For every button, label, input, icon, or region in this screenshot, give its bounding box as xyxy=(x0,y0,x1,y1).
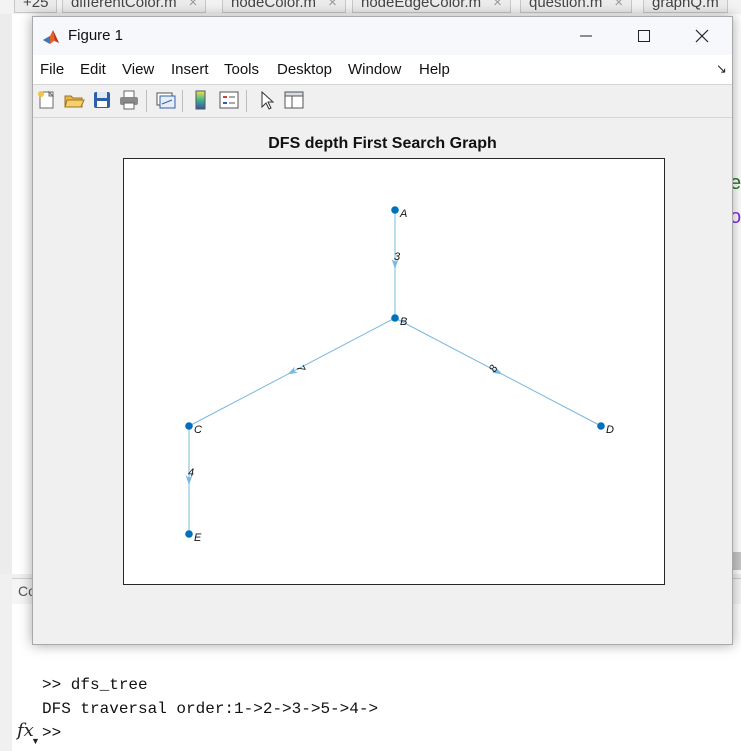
node-B[interactable] xyxy=(391,314,399,322)
toolbar-separator xyxy=(146,90,147,112)
edge-weight-label: 8 xyxy=(487,362,501,374)
title-bar[interactable]: Figure 1 xyxy=(33,17,732,55)
toolbar-separator xyxy=(182,90,183,112)
close-icon[interactable]: × xyxy=(493,0,502,11)
node-label: D xyxy=(606,424,614,436)
maximize-icon xyxy=(638,30,650,42)
node-label: C xyxy=(194,424,202,436)
editor-scrollbar[interactable] xyxy=(732,552,741,570)
menu-tools[interactable]: Tools xyxy=(224,61,260,78)
node-D[interactable] xyxy=(597,422,605,430)
edge-arrow-A-B xyxy=(391,259,399,269)
plot-title: DFS depth First Search Graph xyxy=(268,135,497,152)
node-E[interactable] xyxy=(185,530,193,538)
menu-desktop[interactable]: Desktop xyxy=(277,61,333,78)
close-icon[interactable]: × xyxy=(328,0,337,11)
open-file-icon[interactable] xyxy=(63,89,85,111)
fx-icon[interactable]: fx xyxy=(17,720,34,741)
save-icon[interactable] xyxy=(91,89,113,111)
edge-arrow-B-C xyxy=(287,366,299,375)
edge-weight-label: 3 xyxy=(394,251,401,263)
minimize-button[interactable] xyxy=(557,17,615,55)
link-plot-icon[interactable] xyxy=(154,89,176,111)
graph-plot: 3 7 8 4 A B C D E xyxy=(185,206,614,544)
editor-tab-bar: +25 differentColor.m × nodeColor.m × nodeE… xyxy=(0,0,741,15)
dock-arrow-icon[interactable]: ↘ xyxy=(716,61,727,76)
edge-arrow-B-D xyxy=(491,366,503,375)
property-inspector-icon[interactable] xyxy=(283,89,305,111)
editor-tab-count[interactable]: +25 xyxy=(14,0,58,13)
node-A[interactable] xyxy=(391,206,399,214)
menu-edit[interactable]: Edit xyxy=(80,61,106,78)
minimize-icon xyxy=(580,35,592,37)
menu-help[interactable]: Help xyxy=(419,61,450,78)
menu-bar: File Edit View Insert Tools Desktop Wind… xyxy=(33,55,732,85)
close-button[interactable] xyxy=(673,17,731,55)
figure-window: Figure 1 File Edit View Insert Tools Des… xyxy=(32,16,733,645)
legend-icon[interactable] xyxy=(218,89,240,111)
node-label: A xyxy=(399,208,407,220)
menu-insert[interactable]: Insert xyxy=(171,61,209,78)
editor-tab-question[interactable]: question.m × xyxy=(520,0,633,13)
menu-window[interactable]: Window xyxy=(348,61,402,78)
tab-label: nodeEdgeColor.m xyxy=(361,0,482,11)
edge-weight-label: 4 xyxy=(188,467,194,479)
chevron-down-icon[interactable]: ▼ xyxy=(31,736,40,746)
editor-code-fragment: e xyxy=(730,172,741,194)
print-icon[interactable] xyxy=(118,89,140,111)
command-window-title: Co xyxy=(18,583,36,599)
editor-tab-differentcolor[interactable]: differentColor.m × xyxy=(62,0,207,13)
menu-view[interactable]: View xyxy=(122,61,155,78)
new-figure-icon[interactable] xyxy=(36,89,58,111)
editor-code-fragment: o xyxy=(730,206,741,228)
command-output: DFS traversal order:1->2->3->5->4-> xyxy=(42,700,379,718)
editor-tab-nodecolor[interactable]: nodeColor.m × xyxy=(222,0,346,13)
menu-file[interactable]: File xyxy=(40,61,65,78)
editor-tab-nodeedgecolor[interactable]: nodeEdgeColor.m × xyxy=(352,0,511,13)
command-line: >> dfs_tree xyxy=(42,676,148,694)
graph-axes[interactable]: 3 7 8 4 A B C D E xyxy=(123,158,665,585)
node-label: B xyxy=(400,316,407,328)
node-C[interactable] xyxy=(185,422,193,430)
tab-label: graphQ.m xyxy=(652,0,719,11)
close-icon[interactable]: × xyxy=(614,0,624,11)
edge-weight-label: 7 xyxy=(293,363,307,375)
tab-label: +25 xyxy=(23,0,49,11)
edge-arrow-C-E xyxy=(185,475,193,485)
editor-tab-graphq[interactable]: graphQ.m xyxy=(643,0,728,13)
close-icon[interactable]: × xyxy=(188,0,198,11)
window-title: Figure 1 xyxy=(68,27,124,44)
tab-label: question.m xyxy=(529,0,603,11)
colorbar-icon[interactable] xyxy=(190,89,212,111)
close-icon xyxy=(695,29,709,43)
pointer-icon[interactable] xyxy=(256,89,278,111)
tab-label: nodeColor.m xyxy=(231,0,317,11)
toolbar-separator xyxy=(246,90,247,112)
matlab-logo-icon xyxy=(41,27,61,47)
node-label: E xyxy=(194,532,202,544)
tab-label: differentColor.m xyxy=(71,0,177,11)
figure-toolbar xyxy=(33,85,732,118)
command-prompt[interactable]: >> xyxy=(42,724,62,742)
maximize-button[interactable] xyxy=(615,17,673,55)
